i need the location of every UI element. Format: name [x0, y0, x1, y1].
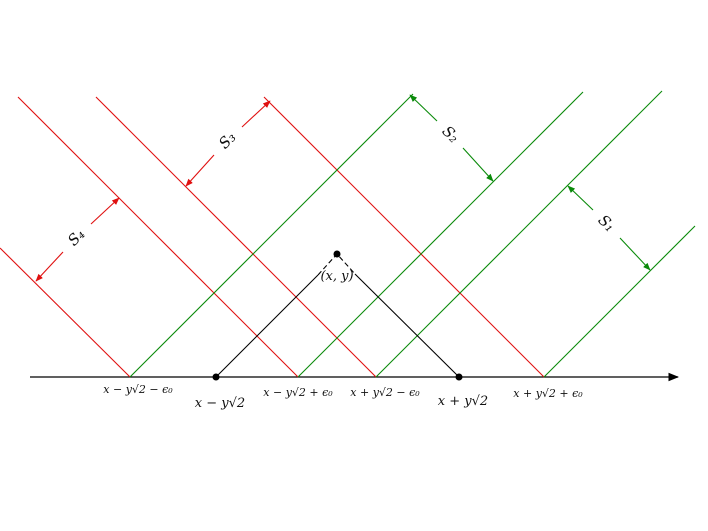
s4-dimension-line-b	[35, 251, 64, 282]
tick-label-x-plus-ysqrt2: x + y√2	[438, 394, 488, 409]
s3-dimension-line-b	[185, 154, 215, 187]
green-line-2	[297, 91, 584, 378]
apex-point-label: (x, y)	[320, 269, 353, 284]
tick-label-x-minus-ysqrt2-plus-eps: x − y√2 + ϵ₀	[263, 386, 333, 399]
red-line-2	[17, 96, 299, 378]
s1-dimension-line-a	[567, 185, 594, 211]
tick-label-x-plus-ysqrt2-minus-eps: x + y√2 − ϵ₀	[350, 386, 420, 399]
apex-point	[333, 250, 341, 258]
s2-label: S₂	[439, 122, 463, 146]
s1-dimension-line-b	[619, 237, 651, 271]
green-line-1	[129, 93, 414, 378]
tick-label-x-plus-ysqrt2-plus-eps: x + y√2 + ϵ₀	[513, 387, 583, 400]
tick-label-x-minus-ysqrt2-minus-eps: x − y√2 − ϵ₀	[103, 383, 173, 396]
s1-label: S₁	[595, 211, 619, 235]
s4-dimension-line-a	[90, 197, 120, 225]
s2-dimension-line-b	[462, 147, 494, 182]
s4-label: S₄	[64, 225, 88, 249]
s3-dimension-line-a	[241, 100, 271, 128]
base-point-right	[455, 373, 463, 381]
red-line-3	[95, 96, 377, 378]
s2-dimension-line-a	[409, 94, 438, 122]
red-line-4	[263, 96, 545, 378]
red-lines	[0, 96, 545, 378]
green-line-3	[375, 90, 663, 378]
green-line-4	[543, 225, 696, 378]
base-point-left	[212, 373, 220, 381]
triangle-left-side	[215, 274, 319, 378]
triangle-right-side	[354, 273, 460, 378]
tick-label-x-minus-ysqrt2: x − y√2	[195, 396, 245, 411]
s3-label: S₃	[215, 128, 239, 152]
green-lines	[129, 90, 696, 378]
red-line-1	[0, 247, 131, 378]
